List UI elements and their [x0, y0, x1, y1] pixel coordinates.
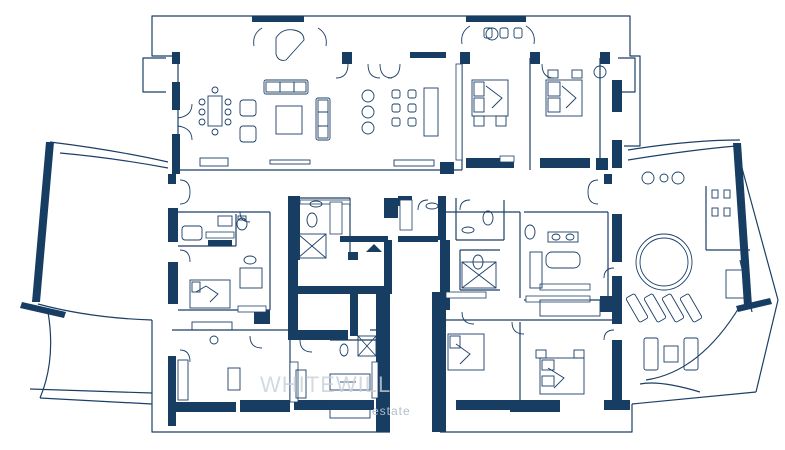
toilet-icon — [306, 212, 318, 228]
sofa-icon — [263, 79, 309, 95]
outdoor-chairs-icon — [483, 27, 523, 41]
bed-icon — [471, 79, 509, 127]
sink-icon — [461, 226, 475, 234]
shower-icon — [529, 251, 543, 289]
armchair-icon — [227, 367, 241, 391]
outdoor-chairs-icon — [641, 171, 685, 185]
round-pool-icon — [635, 233, 693, 291]
shower-icon — [297, 233, 327, 259]
bathtub-icon — [181, 225, 203, 241]
bed-icon — [545, 69, 583, 117]
sideboard-icon — [199, 157, 229, 167]
outer-terrace-outline — [142, 15, 641, 147]
sofa-icon — [315, 97, 331, 141]
bed-icon — [447, 333, 485, 371]
sink-icon — [425, 202, 439, 210]
wardrobe-icon — [177, 359, 189, 401]
wardrobe-icon — [539, 299, 601, 317]
bed-icon — [535, 349, 585, 395]
watermark: WHITEWILL — [260, 372, 392, 397]
hatched-strips — [205, 63, 591, 403]
toilet-icon — [524, 224, 536, 240]
kitchen-island-icon — [361, 87, 439, 137]
tv-console-icon — [269, 159, 311, 165]
sink-icon — [243, 255, 257, 265]
sauna-icon — [711, 189, 731, 217]
toilet-icon — [482, 210, 494, 226]
dining-table-icon — [198, 86, 232, 136]
bottom-terrace-outline — [151, 404, 633, 433]
door-swings — [177, 25, 615, 363]
coffee-table-icon — [275, 105, 303, 135]
toilet-icon — [472, 254, 484, 270]
right-terrace-outline — [627, 139, 779, 405]
kitchen-counter-icon — [393, 159, 435, 167]
toilet-icon — [236, 215, 248, 231]
sun-lounger-icon — [625, 293, 703, 323]
piano-icon — [275, 29, 305, 61]
outdoor-shower-icon — [725, 269, 745, 299]
sink-icon — [217, 215, 233, 227]
toilet-icon — [339, 343, 349, 357]
shower-icon — [357, 335, 377, 357]
sink-icon — [547, 231, 579, 243]
left-terrace-outline — [29, 141, 169, 405]
round-pool-icon — [639, 237, 689, 287]
bed-icon — [189, 279, 231, 309]
desk-icon — [191, 321, 233, 345]
shower-icon — [461, 261, 497, 289]
armchair-icon — [593, 65, 607, 79]
sink-icon — [309, 200, 323, 208]
structural-walls — [20, 16, 772, 432]
sofa-icon — [643, 337, 699, 371]
desk-icon — [295, 369, 307, 399]
bunk-bed-icon — [329, 373, 371, 419]
stair-arrow-icon — [366, 244, 382, 252]
bathtub-icon — [545, 251, 581, 269]
armchair-icon — [239, 99, 257, 143]
shower-icon — [239, 267, 263, 289]
watermark-small: estate — [372, 404, 411, 418]
